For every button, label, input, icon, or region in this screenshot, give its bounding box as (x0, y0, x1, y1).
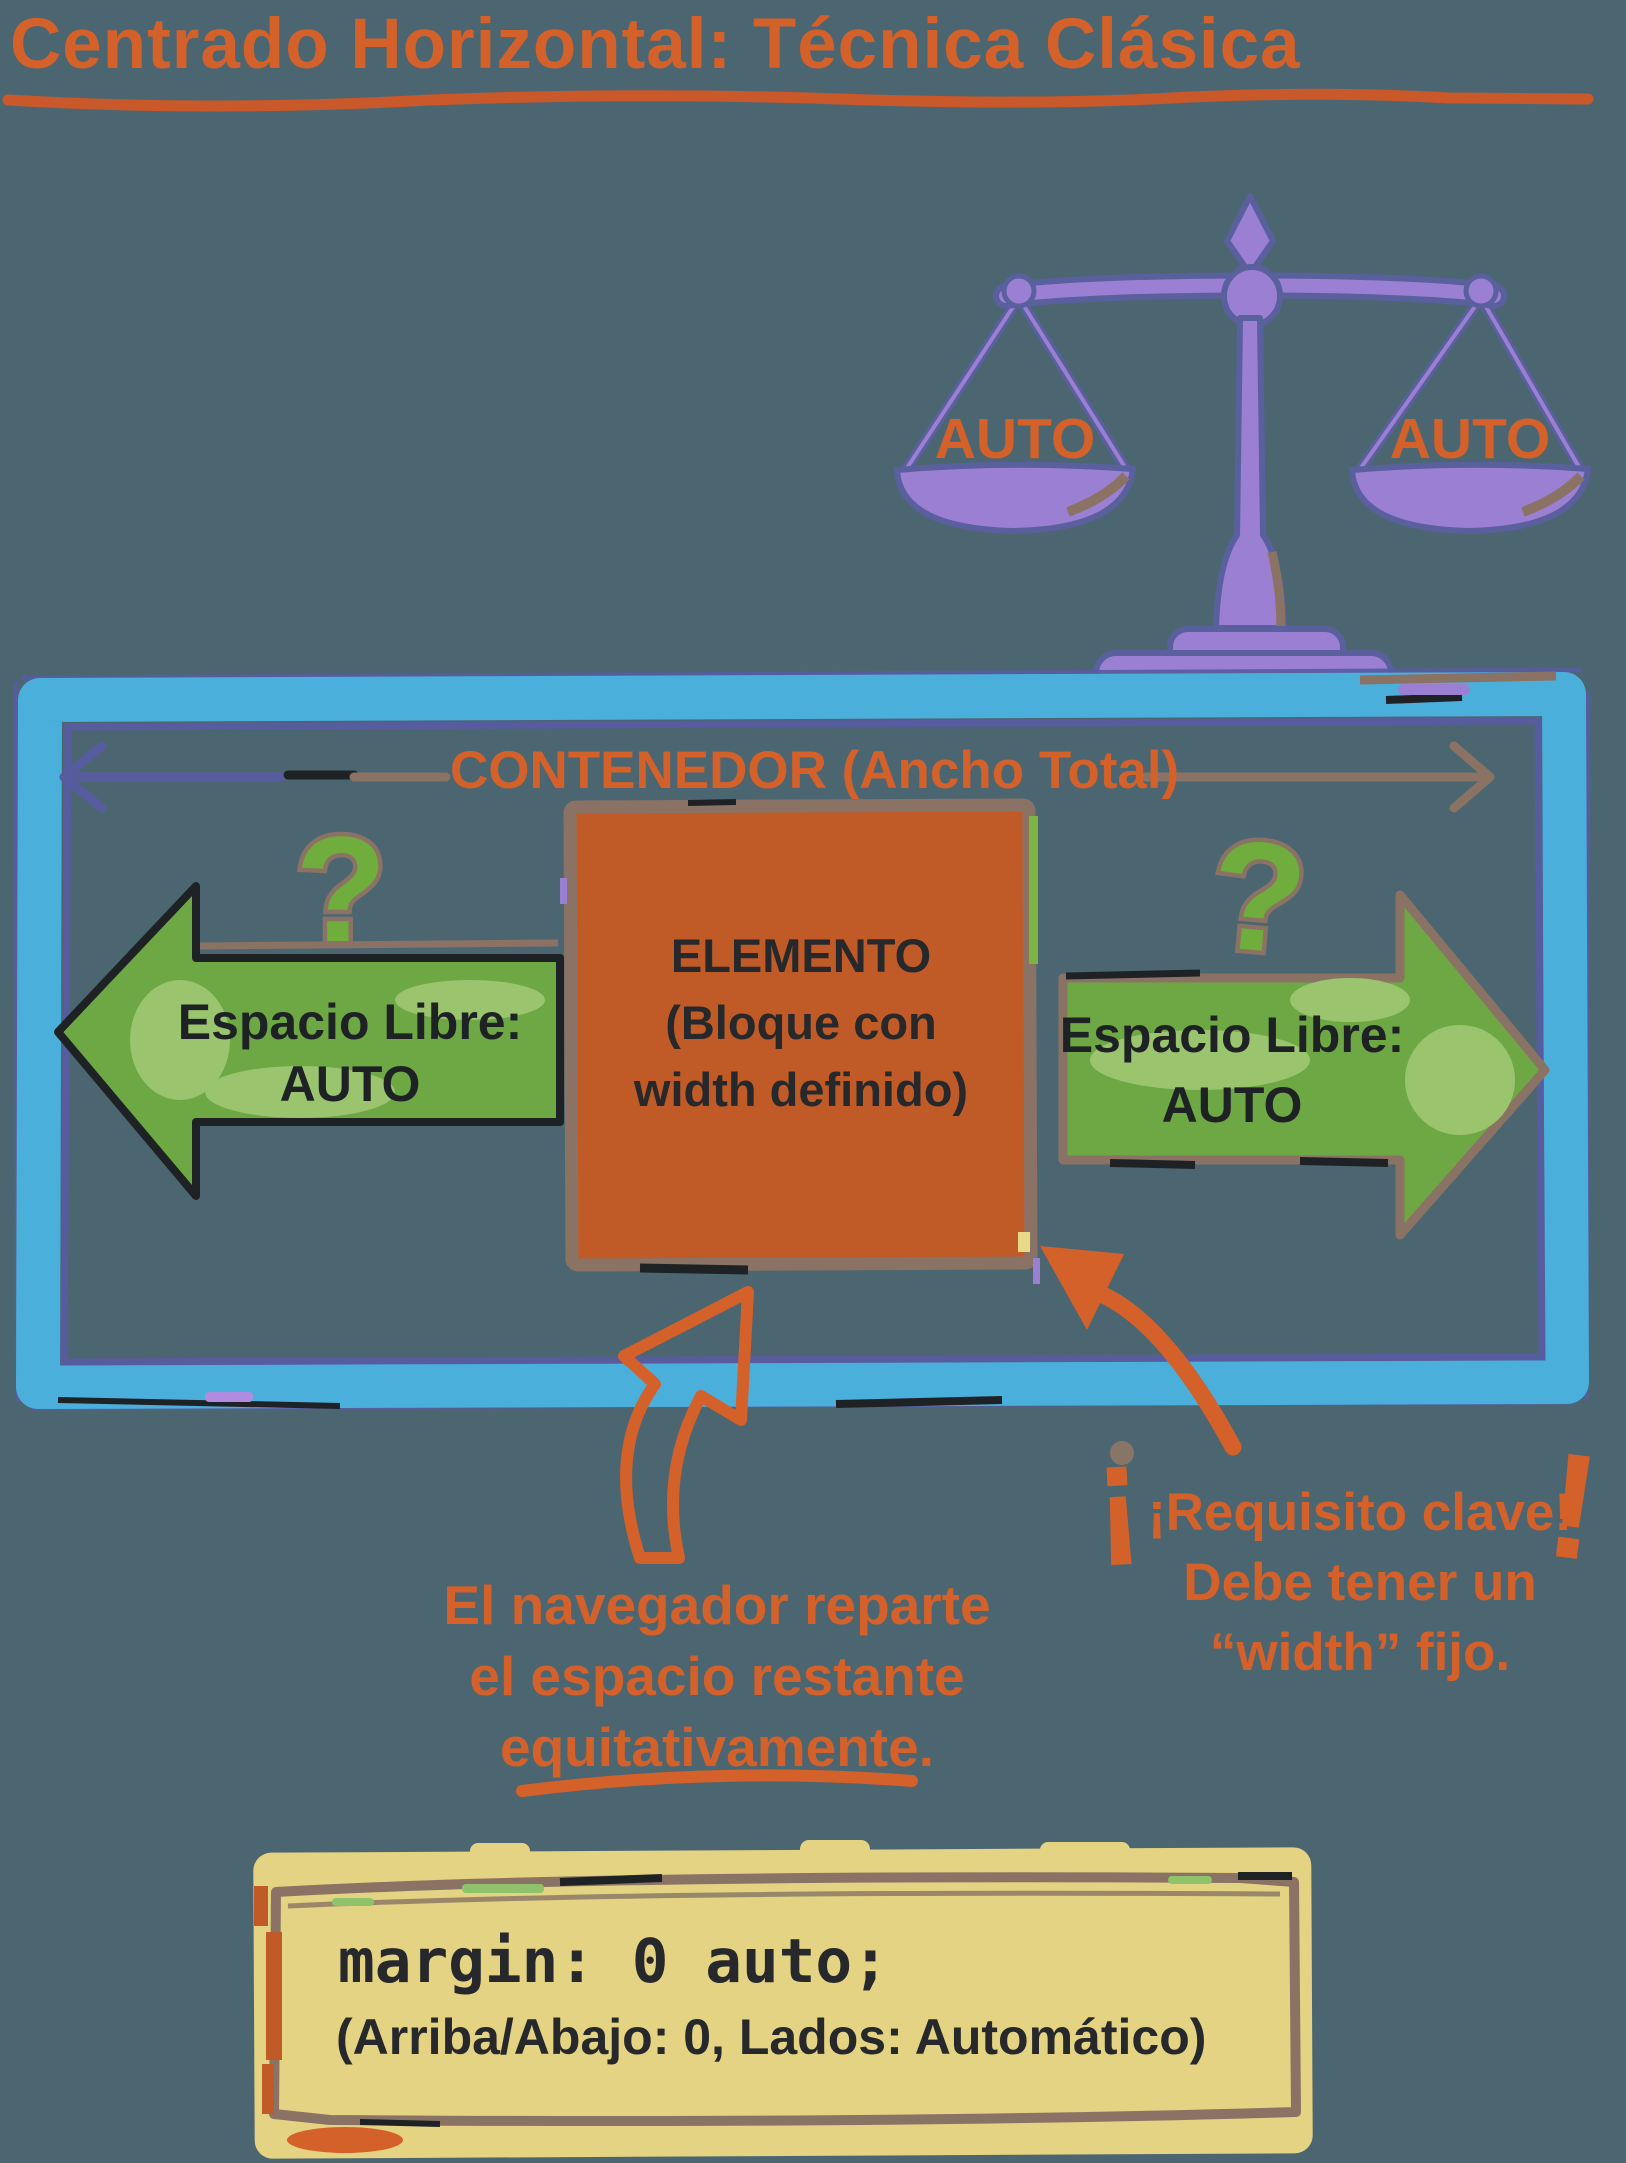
free-space-right-line2: AUTO (1161, 1077, 1303, 1133)
browser-note-line2: el espacio restante (469, 1645, 965, 1707)
browser-note-arrow (618, 1286, 754, 1564)
free-space-arrow-left (54, 882, 564, 1200)
container-label: CONTENEDOR (Ancho Total) (450, 741, 1180, 800)
free-space-right-label: Espacio Libre: AUTO (1032, 1000, 1432, 1140)
scale-pan-right-label: AUTO (1389, 407, 1551, 471)
total-width-arrow (59, 741, 1495, 813)
code-box (253, 1840, 1313, 2159)
element-box-line3: width definido) (633, 1063, 969, 1116)
container-border (13, 667, 1591, 1411)
note-underline (516, 1769, 918, 1797)
free-space-left-line1: Espacio Libre: (177, 994, 523, 1050)
question-mark-left: ? (295, 805, 387, 973)
requirement-note-line2: Debe tener un (1183, 1553, 1537, 1612)
browser-note: El navegador reparte el espacio restante… (412, 1570, 1022, 1783)
requirement-note: ¡Requisito clave! Debe tener un “width” … (1110, 1478, 1610, 1688)
exclamation-dot (1110, 1441, 1134, 1465)
element-box-label: ELEMENTO (Bloque con width definido) (575, 922, 1027, 1123)
scale-pan-left-label: AUTO (934, 407, 1096, 471)
requirement-note-line3: “width” fijo. (1209, 1623, 1511, 1682)
title-underline (2, 88, 1594, 112)
element-box-line1: ELEMENTO (670, 929, 932, 982)
free-space-left-label: Espacio Libre: AUTO (140, 991, 560, 1115)
browser-note-line1: El navegador reparte (443, 1574, 991, 1636)
balance-scale-icon (893, 193, 1592, 696)
requirement-note-arrow (1040, 1246, 1242, 1456)
element-box (560, 798, 1040, 1284)
free-space-right-line1: Espacio Libre: (1059, 1007, 1405, 1063)
question-mark-right: ? (1204, 806, 1313, 987)
requirement-note-line1: ¡Requisito clave! (1147, 1483, 1573, 1542)
code-caption: (Arriba/Abajo: 0, Lados: Automático) (336, 2009, 1207, 2065)
exclamation-inverted-mark: ¡ (1089, 1412, 1146, 1575)
browser-note-line3: equitativamente. (499, 1716, 934, 1778)
free-space-arrow-right (1058, 890, 1550, 1240)
element-box-line2: (Bloque con (665, 996, 937, 1049)
code-snippet: margin: 0 auto; (338, 1926, 889, 1997)
page-title: Centrado Horizontal: Técnica Clásica (10, 5, 1301, 84)
free-space-left-line2: AUTO (279, 1056, 421, 1112)
